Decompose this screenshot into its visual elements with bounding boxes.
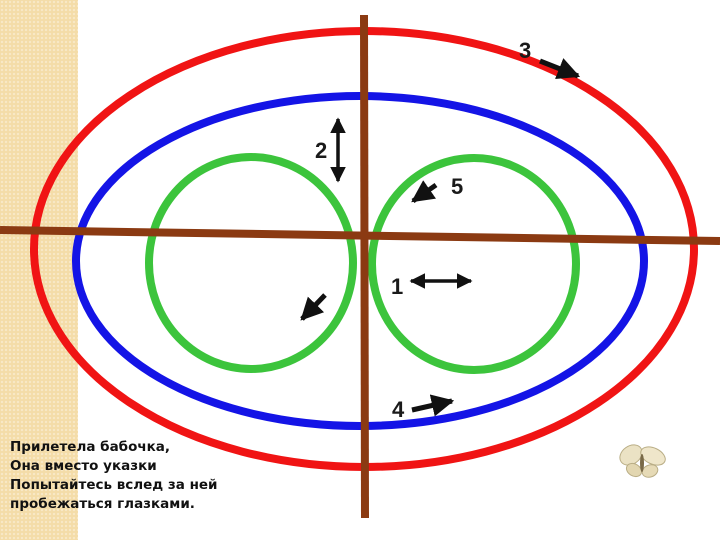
label-3: 3 — [519, 38, 532, 63]
poem-line-2: Она вместо указки — [10, 458, 157, 474]
right-green-circle — [368, 154, 580, 374]
label-4: 4 — [392, 397, 405, 422]
butterfly-icon — [619, 444, 666, 478]
poem-line-3: Попытайтесь вслед за ней — [10, 477, 218, 493]
left-green-circle — [145, 153, 357, 373]
middle-blue-ellipse — [72, 92, 648, 430]
arrow-left-circle — [300, 293, 327, 321]
label-5: 5 — [451, 174, 464, 199]
horizontal-brown-line — [0, 226, 720, 245]
arrow-4 — [411, 394, 455, 417]
arrow-5 — [411, 180, 438, 204]
label-1: 1 — [391, 274, 404, 299]
label-2: 2 — [315, 138, 328, 163]
poem-line-4: пробежаться глазками. — [10, 496, 195, 512]
poem-text: Прилетела бабочка, Она вместо указки Поп… — [10, 438, 270, 514]
arrow-3 — [539, 58, 581, 80]
poem-line-1: Прилетела бабочка, — [10, 439, 171, 455]
vertical-brown-line — [360, 14, 369, 519]
